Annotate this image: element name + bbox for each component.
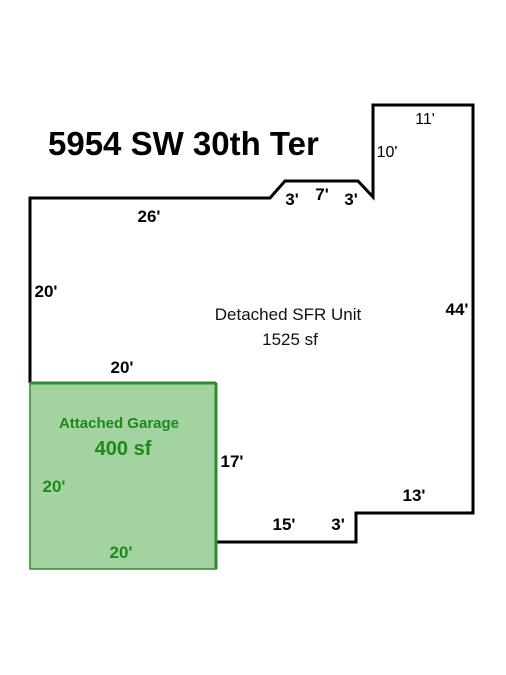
dim-bottom-step: 3'	[331, 515, 345, 534]
dim-right-side: 44'	[446, 300, 469, 319]
garage-area-label: 400 sf	[95, 438, 152, 460]
dim-notch-vertical: 10'	[377, 144, 398, 161]
garage-area	[29, 382, 217, 570]
dim-garage-right: 17'	[221, 452, 244, 471]
dim-bottom-right: 13'	[403, 486, 426, 505]
dim-bump-right: 3'	[344, 190, 358, 209]
dim-top-right: 11'	[415, 111, 435, 128]
dim-garage-top: 20'	[111, 358, 134, 377]
dim-garage-left: 20'	[43, 477, 66, 496]
main-unit-outline	[28, 103, 475, 544]
dim-left-side: 20'	[35, 282, 58, 301]
main-unit-area: 1525 sf	[262, 330, 318, 349]
dim-bump-left: 3'	[285, 190, 299, 209]
dim-bump-top: 7'	[315, 185, 329, 204]
page-title: 5954 SW 30th Ter	[48, 125, 319, 162]
dim-garage-bottom: 20'	[110, 543, 133, 562]
dim-top-left: 26'	[138, 207, 161, 226]
dim-bottom-mid: 15'	[273, 515, 296, 534]
garage-label: Attached Garage	[59, 415, 179, 432]
main-unit-label: Detached SFR Unit	[215, 305, 362, 324]
